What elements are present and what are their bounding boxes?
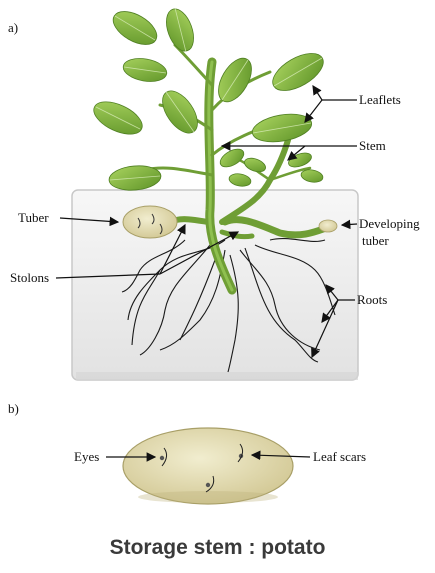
eye-mark (159, 455, 165, 461)
label-tuber: Tuber (18, 210, 49, 225)
label-leaf-scars: Leaf scars (313, 449, 366, 464)
diagram-caption: Storage stem : potato (109, 536, 326, 559)
roots (121, 238, 336, 373)
panel-a-label: a) (8, 20, 18, 35)
tuber (122, 205, 178, 239)
label-leaflets: Leaflets (359, 92, 401, 107)
label-stolons: Stolons (10, 270, 49, 285)
label-stem: Stem (359, 138, 386, 153)
label-arrows (55, 84, 358, 359)
label-roots: Roots (357, 292, 387, 307)
label-developing-tuber-line1: Developing (359, 216, 420, 231)
tuber-detail (122, 427, 294, 505)
panel-b-label: b) (8, 401, 19, 416)
label-developing-tuber-line2: tuber (362, 233, 389, 248)
eye-mark (205, 482, 211, 488)
potato-diagram: a) b) (8, 7, 420, 505)
label-arrows-b (106, 450, 311, 462)
label-eyes: Eyes (74, 449, 99, 464)
leaf-veins (95, 7, 323, 181)
developing-tuber (318, 219, 338, 233)
